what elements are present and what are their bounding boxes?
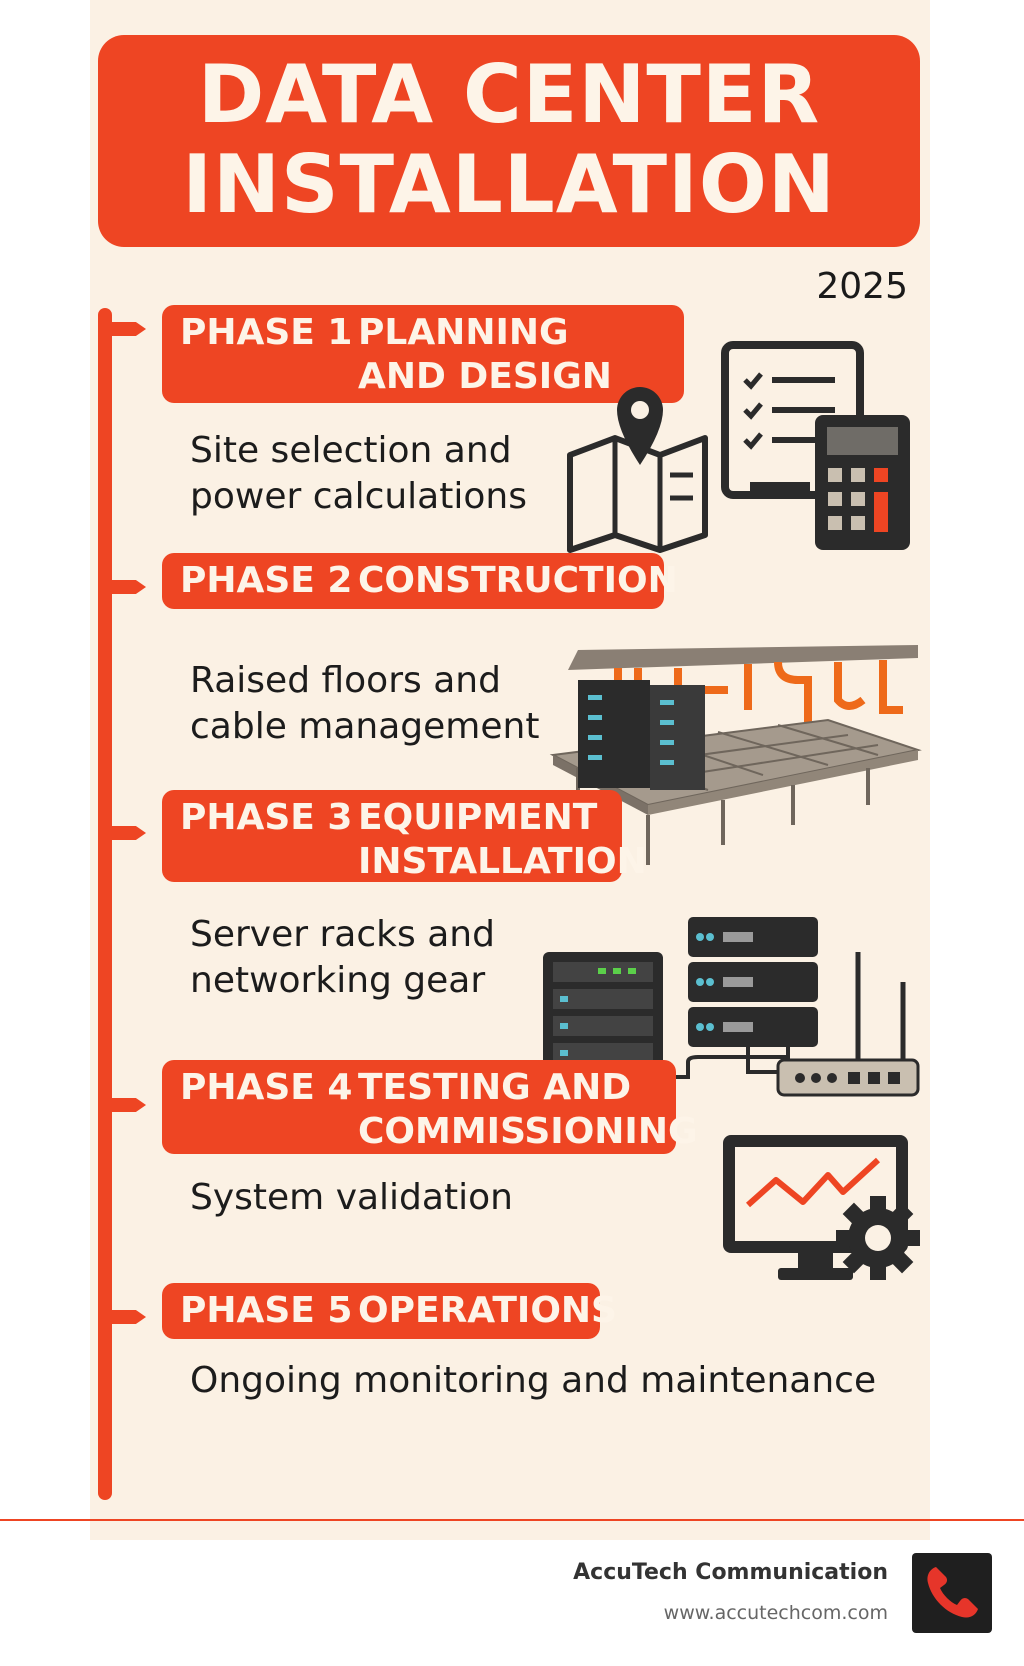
phase-4-description: System validation	[190, 1177, 513, 1218]
footer-divider	[0, 1519, 1024, 1521]
phase-5-number: PHASE 5	[180, 1290, 353, 1331]
phase-2-description: Raised floors and cable management	[190, 660, 540, 747]
monitor-gear-icon	[723, 1135, 920, 1280]
phase-2-number: PHASE 2	[180, 560, 353, 601]
phase-1-number: PHASE 1	[180, 312, 353, 353]
phase-4-number: PHASE 4	[180, 1067, 353, 1108]
phase-1-description: Site selection and power calculations	[190, 430, 527, 517]
title-line-2: INSTALLATION	[182, 138, 836, 231]
page-title: DATA CENTER INSTALLATION	[98, 50, 920, 230]
company-name: AccuTech Communication	[573, 1560, 888, 1585]
phase-2-title: CONSTRUCTION	[358, 560, 678, 601]
title-line-1: DATA CENTER	[197, 48, 821, 141]
phase-3-description: Server racks and networking gear	[190, 914, 495, 1001]
phase-5-banner: PHASE 5 OPERATIONS	[162, 1283, 617, 1339]
year-label: 2025	[816, 266, 908, 307]
timeline-tick-5	[104, 1310, 146, 1324]
timeline-tick-3	[104, 826, 146, 840]
timeline-bar	[98, 308, 112, 1500]
timeline-tick-2	[104, 580, 146, 594]
phase-1-title: PLANNING AND DESIGN	[358, 312, 612, 397]
phase-3-number: PHASE 3	[180, 797, 353, 838]
phone-icon[interactable]	[912, 1553, 992, 1633]
phase-5-description: Ongoing monitoring and maintenance	[190, 1360, 877, 1401]
phase-4-banner: PHASE 4 TESTING AND COMMISSIONING	[162, 1060, 698, 1154]
timeline-tick-4	[104, 1098, 146, 1112]
phase-1-banner: PHASE 1 PLANNING AND DESIGN	[162, 305, 684, 403]
timeline-tick-1	[104, 322, 146, 336]
phase-5-title: OPERATIONS	[358, 1290, 617, 1331]
phase-3-title: EQUIPMENT INSTALLATION	[358, 797, 647, 882]
website-link[interactable]: www.accutechcom.com	[663, 1602, 888, 1624]
raised-floor-icon	[549, 645, 922, 865]
planning-icons	[567, 341, 910, 553]
phase-3-banner: PHASE 3 EQUIPMENT INSTALLATION	[162, 790, 647, 882]
phase-4-title: TESTING AND COMMISSIONING	[358, 1067, 698, 1152]
title-banner	[98, 35, 920, 247]
phase-2-banner: PHASE 2 CONSTRUCTION	[162, 553, 678, 609]
